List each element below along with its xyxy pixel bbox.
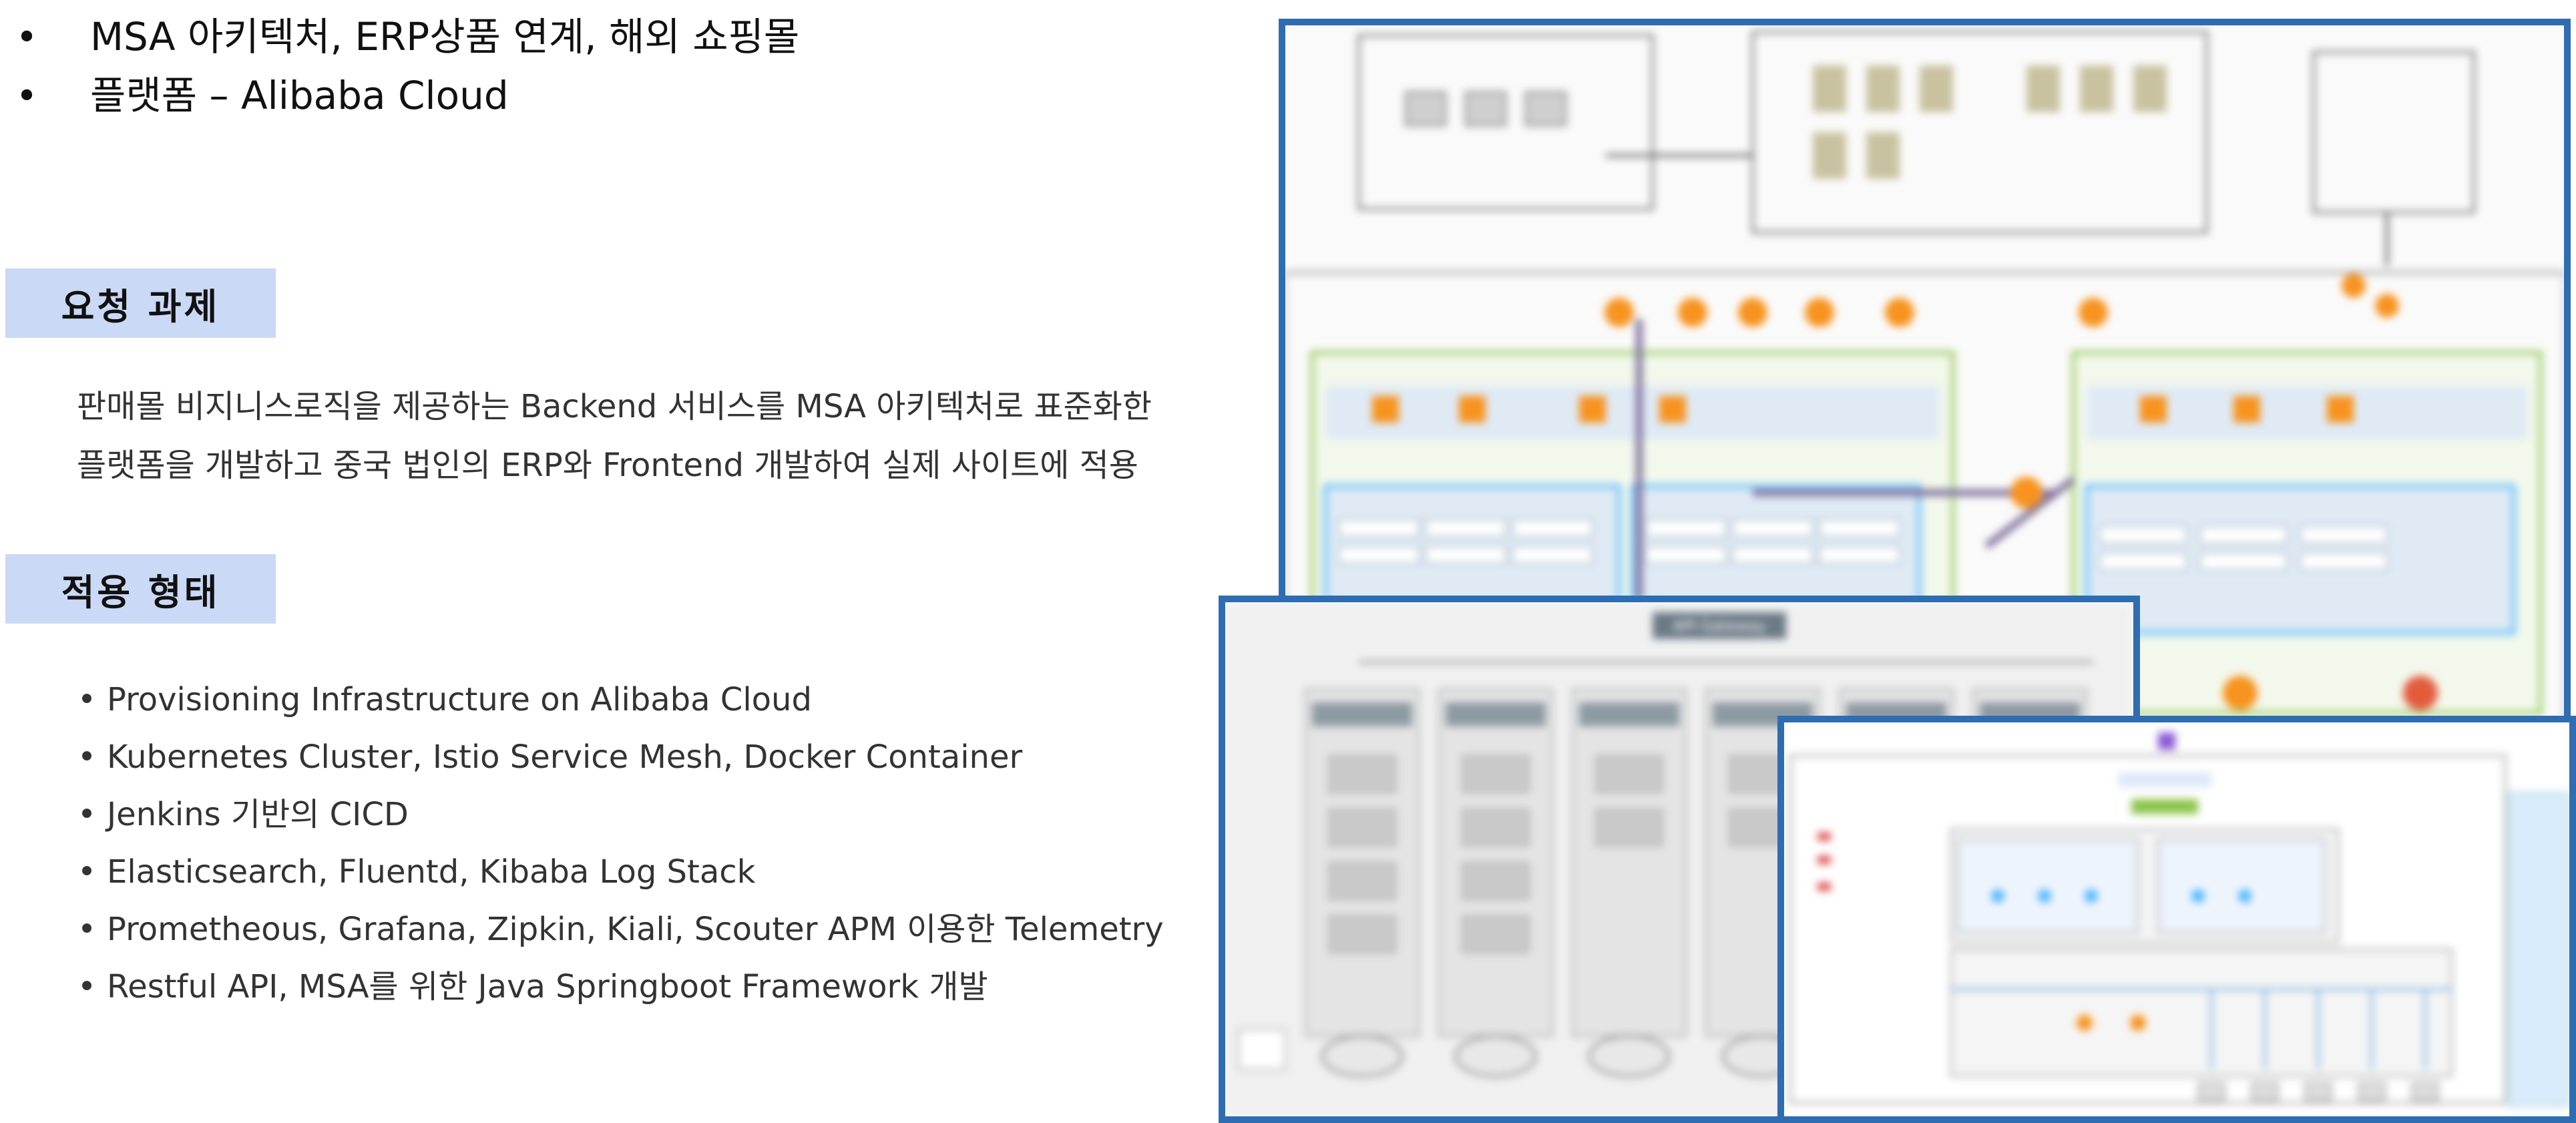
section-title-apply: 적용 형태 <box>5 554 276 624</box>
list-item: •Provisioning Infrastructure on Alibaba … <box>77 681 812 718</box>
list-item: •Kubernetes Cluster, Istio Service Mesh,… <box>77 738 1023 776</box>
list-item: •Elasticsearch, Fluentd, Kibaba Log Stac… <box>77 853 756 891</box>
apply-list: •Provisioning Infrastructure on Alibaba … <box>67 671 1189 1016</box>
service-mesh-diagram <box>1784 722 2569 1116</box>
request-description: 판매몰 비지니스로직을 제공하는 Backend 서비스를 MSA 아키텍처로 … <box>77 388 1152 484</box>
section-title-request: 요청 과제 <box>5 268 276 338</box>
api-gateway-label: API Gateway <box>1673 618 1766 635</box>
list-item: •Prometheous, Grafana, Zipkin, Kiali, Sc… <box>77 911 1164 948</box>
header-line-1: •MSA 아키텍처, ERP상품 연계, 해외 쇼핑몰 <box>0 7 799 68</box>
header-line-2: •플랫폼 – Alibaba Cloud <box>0 65 508 127</box>
bullet-icon: • <box>15 16 38 59</box>
list-item: •Restful API, MSA를 위한 Java Springboot Fr… <box>77 968 988 1005</box>
bullet-icon: • <box>15 75 38 118</box>
service-mesh-diagram-image <box>1777 716 2576 1123</box>
list-item: •Jenkins 기반의 CICD <box>77 796 409 833</box>
